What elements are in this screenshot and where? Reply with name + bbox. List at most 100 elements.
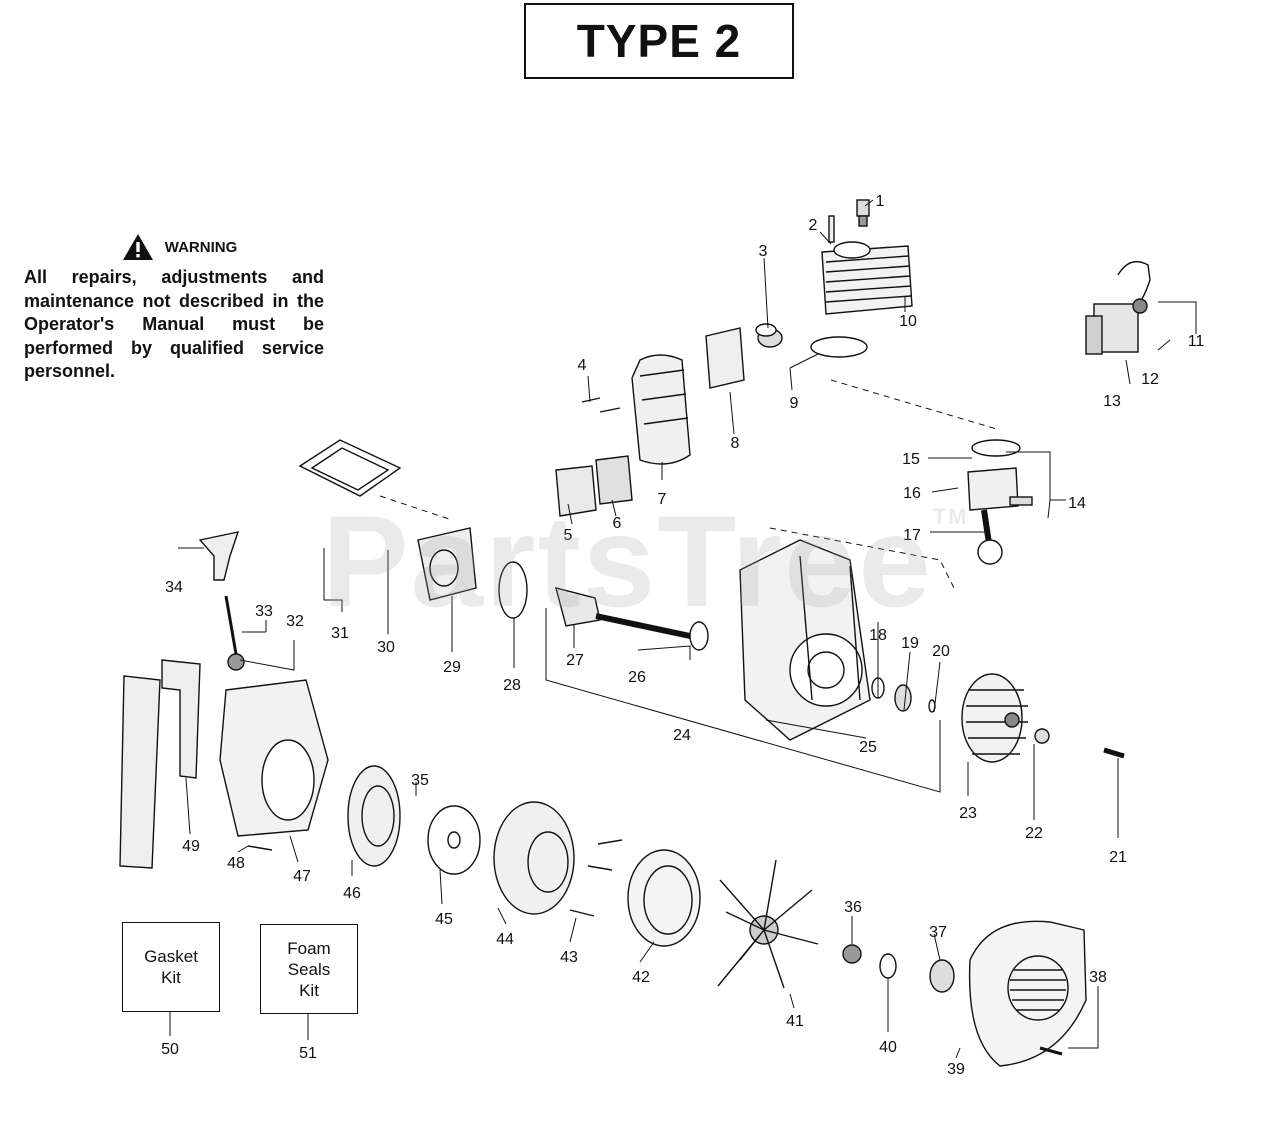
callout-number: 38: [1089, 969, 1107, 986]
callout-number: 22: [1025, 825, 1043, 842]
watermark-text: PartsTree: [322, 488, 933, 634]
callout-number: 46: [343, 885, 361, 902]
part-bushing: [755, 323, 783, 348]
part-starter-pulley: [347, 765, 401, 867]
callout-number: 18: [869, 627, 887, 644]
callout-number: 24: [673, 727, 691, 744]
callout-number: 23: [959, 805, 977, 822]
part-flywheel-key: [1103, 747, 1125, 759]
part-seal: [871, 677, 936, 713]
part-muffler: [631, 354, 691, 465]
part-spark-plug: [856, 199, 870, 227]
callout-number: 19: [901, 635, 919, 652]
part-shroud-screw: [247, 845, 273, 851]
part-fan-screw: [1039, 1046, 1063, 1056]
callout-number: 49: [182, 838, 200, 855]
part-handle: [119, 659, 201, 869]
callout-number: 30: [377, 639, 395, 656]
callout-number: 15: [902, 451, 920, 468]
page-title: TYPE 2: [524, 3, 794, 79]
kit-label: Foam Seals Kit: [287, 938, 331, 1000]
callout-number: 42: [632, 969, 650, 986]
callout-number: 20: [932, 643, 950, 660]
callout-number: 36: [844, 899, 862, 916]
part-handle-housing: [219, 653, 329, 837]
gasket-kit-box: Gasket Kit: [122, 922, 220, 1012]
part-air-filter-plate: [298, 439, 402, 497]
callout-number: 12: [1141, 371, 1159, 388]
kit-label: Gasket Kit: [144, 947, 198, 987]
part-starter-washer: [427, 805, 481, 875]
part-intake-gasket: [498, 561, 528, 619]
part-crankshaft: [555, 587, 709, 651]
callout-number: 34: [165, 579, 183, 596]
callout-number: 31: [331, 625, 349, 642]
callout-number: 26: [628, 669, 646, 686]
part-cylinder-gasket: [810, 336, 868, 358]
part-heat-shield: [705, 327, 745, 389]
callout-number: 45: [435, 911, 453, 928]
warning-header: WARNING: [34, 232, 324, 262]
callout-number: 35: [411, 772, 429, 789]
part-fan-washer: [879, 953, 897, 979]
callout-number: 3: [759, 243, 768, 260]
warning-heading: WARNING: [164, 238, 238, 256]
part-fan-housing: [968, 920, 1087, 1067]
callout-number: 1: [876, 193, 885, 210]
foam-seals-kit-box: Foam Seals Kit: [260, 924, 358, 1014]
callout-number: 32: [286, 613, 304, 630]
callout-number: 43: [560, 949, 578, 966]
part-throttle-lever: [198, 531, 240, 655]
callout-number: 11: [1188, 333, 1205, 350]
callout-number: 6: [613, 515, 622, 532]
assembly-lines: [379, 379, 1001, 591]
part-fan-nut: [842, 944, 862, 964]
callout-number: 10: [899, 313, 917, 330]
callout-number: 29: [443, 659, 461, 676]
callout-number: 27: [566, 652, 584, 669]
callout-number: 17: [903, 527, 921, 544]
callout-number: 39: [947, 1061, 965, 1078]
callout-number: 48: [227, 855, 245, 872]
callout-number: 8: [731, 435, 740, 452]
part-blower-fan: [717, 859, 819, 989]
part-muffler-screws: [581, 397, 621, 413]
callout-number: 9: [790, 395, 799, 412]
part-cylinder-bolt: [828, 215, 835, 243]
callout-number: 13: [1103, 393, 1121, 410]
callout-number: 25: [859, 739, 877, 756]
callout-number: 4: [578, 357, 587, 374]
watermark: PartsTreeTM: [322, 486, 968, 636]
watermark-tm: TM: [932, 504, 969, 529]
part-muffler-gasket: [595, 455, 633, 505]
callout-number: 33: [255, 603, 273, 620]
part-muffler-bracket: [555, 465, 597, 517]
callout-number: 7: [658, 491, 667, 508]
warning-triangle-icon: [122, 234, 153, 260]
part-starter-screws: [569, 839, 623, 917]
callout-number: 40: [879, 1039, 897, 1056]
callout-number: 47: [293, 868, 311, 885]
part-spacer: [929, 959, 955, 993]
part-starter-housing: [493, 801, 575, 915]
part-flywheel: [961, 673, 1028, 763]
callout-number: 5: [564, 527, 573, 544]
part-piston: [967, 439, 1033, 565]
part-starter-cover: [627, 849, 701, 947]
part-flywheel-nut: [1034, 728, 1050, 744]
warning-notice: WARNING All repairs, adjustments and mai…: [24, 232, 324, 384]
part-intake-adapter: [417, 527, 477, 601]
part-cylinder: [821, 241, 913, 315]
callout-number: 16: [903, 485, 921, 502]
callout-number: 41: [786, 1013, 804, 1030]
warning-text: All repairs, adjustments and maintenance…: [24, 267, 324, 381]
callout-number: 14: [1068, 495, 1086, 512]
callout-number: 44: [496, 931, 514, 948]
callout-number: 28: [503, 677, 521, 694]
part-crankcase: [739, 539, 871, 741]
callout-number: 21: [1109, 849, 1127, 866]
callout-number: 37: [929, 924, 947, 941]
part-ignition-module: [1085, 261, 1151, 355]
